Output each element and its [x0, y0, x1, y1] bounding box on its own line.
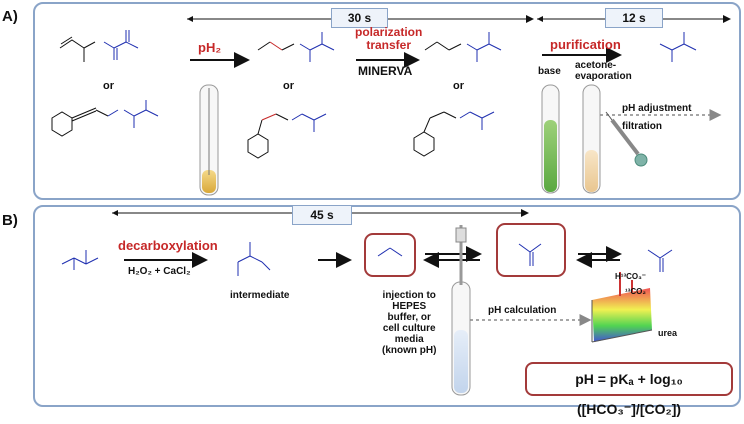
syringe-icon: [605, 111, 648, 167]
reagents-label: H₂O₂ + CaCl₂: [128, 266, 191, 277]
step-decarboxylation: decarboxylation: [118, 238, 218, 253]
tube-label-base: base: [538, 66, 561, 77]
bicarbonate-molecule: [518, 243, 542, 266]
ph-formula-box: pH = pKₐ + log₁₀ ([HCO₃⁻]/[CO₂]): [525, 362, 733, 417]
co2-box: [364, 233, 416, 277]
co2-molecule: [377, 247, 403, 257]
or-label-2: or: [283, 80, 294, 92]
cinnamyl-pyruvate-molecule: [247, 113, 327, 159]
pyruvic-acid-b-molecule: [61, 250, 99, 270]
ethyl-pyruvate-molecule: [257, 32, 335, 62]
step-ph2: pH₂: [198, 40, 222, 55]
or-label-1: or: [103, 80, 114, 92]
injection-label: injection to HEPES buffer, or cell cultu…: [382, 290, 437, 356]
ethyl-pyruvate-polarized-molecule: [424, 32, 502, 62]
tube-label-evaporation: acetone- evaporation: [575, 60, 632, 82]
tube-base-green: [541, 84, 560, 194]
time-label-30s: 30 s: [331, 8, 388, 28]
step-purification: purification: [550, 37, 621, 52]
spectrum-label-co2: ¹³CO₂: [625, 287, 646, 296]
time-label-45s: 45 s: [292, 205, 352, 225]
tube-injection-blue: [451, 225, 471, 396]
time-label-12s: 12 s: [605, 8, 663, 28]
panel-a-label: A): [2, 8, 18, 25]
cinnamyl-polarized-molecule: [413, 111, 495, 157]
diagram-graphics: [51, 15, 731, 396]
step-polarization-transfer: polarization transfer: [355, 25, 423, 52]
carbonate-molecule: [647, 249, 673, 272]
spectrum-label-urea: urea: [658, 328, 678, 338]
intermediate-molecule: [237, 242, 271, 276]
bicarbonate-box: [496, 223, 566, 277]
spectrum-label-bicarbonate: H¹³CO₃⁻: [615, 272, 647, 281]
step-minerva: MINERVA: [358, 64, 413, 78]
propargyl-pyruvate-molecule: [51, 100, 159, 137]
nmr-spectrum-plot: [591, 272, 653, 343]
pyruvic-acid-molecule: [659, 32, 697, 62]
or-label-3: or: [453, 80, 464, 92]
vinyl-pyruvate-molecule: [59, 30, 139, 62]
ph-adjustment-label: pH adjustment filtration: [622, 103, 692, 132]
ph-calculation-label: pH calculation: [488, 305, 557, 316]
panel-b-label: B): [2, 212, 18, 229]
tube-evaporation-tan: [582, 84, 601, 194]
nmr-tube-gold: [199, 84, 219, 196]
panel-a: [33, 2, 741, 200]
intermediate-label: intermediate: [230, 290, 290, 301]
